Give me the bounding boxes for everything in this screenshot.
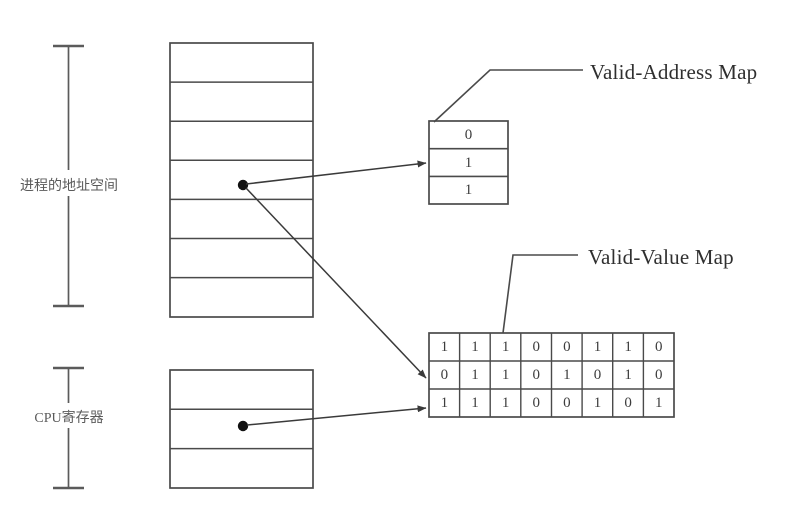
cpu-register-bracket [53,366,84,490]
process-address-space-column[interactable] [169,42,314,318]
arrow-addr-space-to-valid-value-map [245,187,427,379]
arrow-cpu-register-to-valid-value-map [246,405,427,426]
arrow-addr-space-to-valid-address-map [245,160,427,185]
address-space-dot[interactable] [237,179,249,191]
valid-value-map-grid[interactable] [428,332,675,418]
valid-value-map-leader-line [502,254,578,334]
valid-address-map-box[interactable] [428,120,509,205]
process-address-space-bracket [53,44,84,308]
cpu-register-dot[interactable] [237,420,249,432]
valid-address-map-leader-line [433,69,583,123]
